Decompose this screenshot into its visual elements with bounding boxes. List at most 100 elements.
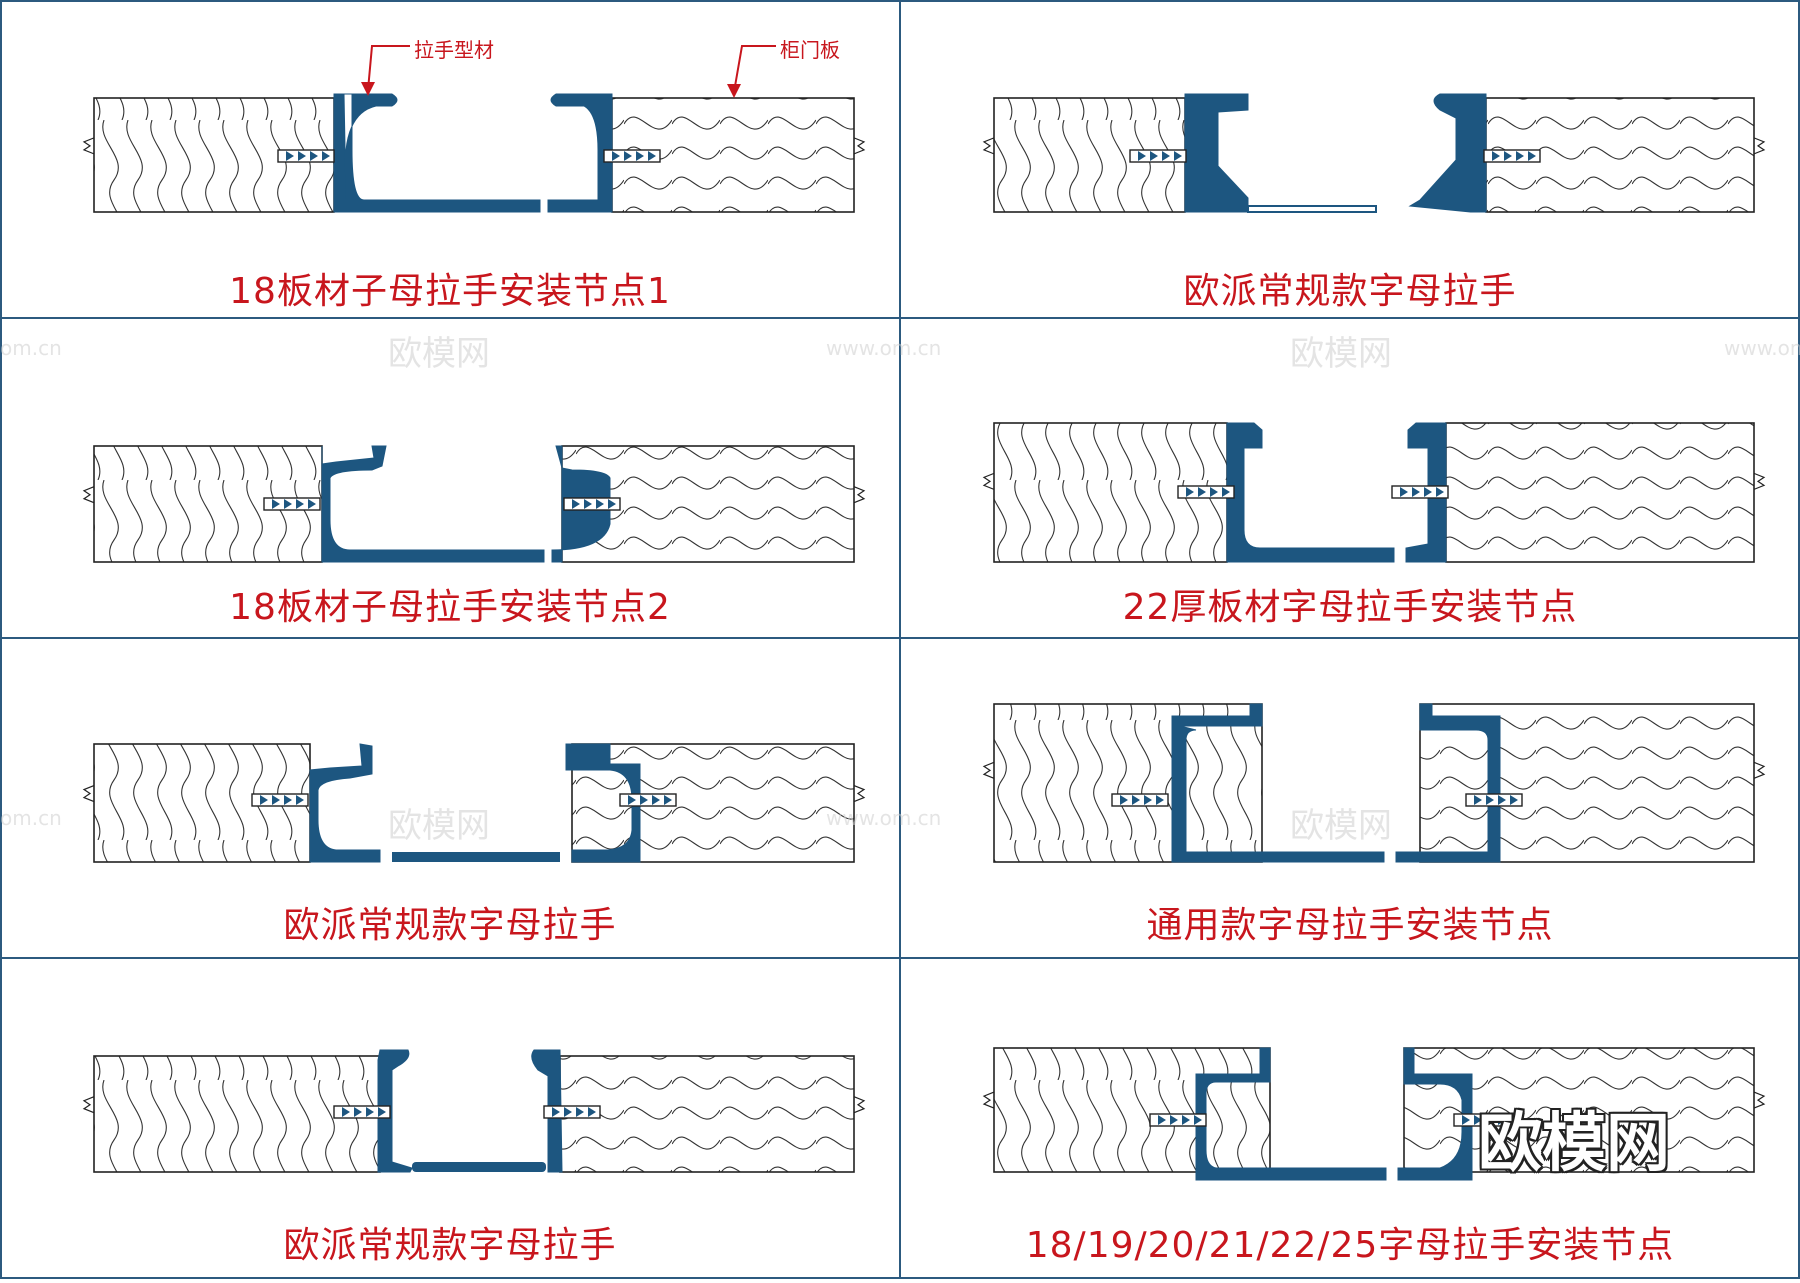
break-mark-left <box>982 761 995 779</box>
watermark-brand: 欧模网 <box>388 334 490 374</box>
panel-caption: 18板材子母拉手安装节点1 <box>229 271 671 312</box>
break-mark-right <box>1753 761 1766 779</box>
anchor-barb <box>1486 795 1494 805</box>
anchor-barb <box>640 795 648 805</box>
anchor-barb <box>1498 1115 1506 1125</box>
anchor-barb <box>1222 487 1230 497</box>
break-mark-left <box>982 1091 995 1109</box>
anchor-barb <box>1462 1115 1470 1125</box>
anchor-barb <box>1170 1115 1178 1125</box>
handle-profiles <box>309 93 1501 1181</box>
anchor-barb <box>1486 1115 1494 1125</box>
anchor-barb <box>284 795 292 805</box>
break-mark-right <box>853 137 866 155</box>
door-board-left <box>993 703 1263 863</box>
watermark-site-partial: om.cn <box>0 806 62 830</box>
door-board-right <box>1445 422 1755 563</box>
anchor-barb <box>1400 487 1408 497</box>
anchor-barb <box>664 795 672 805</box>
panel-caption: 欧派常规款字母拉手 <box>283 905 617 946</box>
panel-caption: 18板材子母拉手安装节点2 <box>229 587 671 628</box>
anchor-barb <box>296 795 304 805</box>
break-mark-left <box>982 472 995 490</box>
brand-watermark: 欧模网 <box>1478 1107 1670 1181</box>
break-mark-left <box>982 137 995 155</box>
panel-caption: 通用款字母拉手安装节点 <box>1146 905 1554 946</box>
anchor-barb <box>296 499 304 509</box>
anchor-barb <box>588 1107 596 1117</box>
anchor-barb <box>1474 1115 1482 1125</box>
handle-profile-left <box>1184 93 1249 213</box>
break-mark-right <box>853 1096 866 1114</box>
break-mark-right <box>853 785 866 803</box>
anchor-barb <box>1412 487 1420 497</box>
anchor-barb <box>1510 795 1518 805</box>
panel-caption: 欧派常规款字母拉手 <box>283 1225 617 1266</box>
anchor-barb <box>564 1107 572 1117</box>
anchor-barb <box>308 499 316 509</box>
anchor-barb <box>1120 795 1128 805</box>
break-mark-left <box>82 785 95 803</box>
anchor-barb <box>1498 795 1506 805</box>
anchor-barb <box>366 1107 374 1117</box>
anchor-barb <box>1516 151 1524 161</box>
break-mark-left <box>82 486 95 504</box>
anchor-barb <box>1132 795 1140 805</box>
callout-leaders <box>361 45 776 98</box>
anchor-barb <box>624 151 632 161</box>
panel-caption: 欧派常规款字母拉手 <box>1183 271 1517 312</box>
break-mark-left <box>82 1096 95 1114</box>
watermark-brand: 欧模网 <box>1290 806 1392 846</box>
door-board-right <box>559 1055 855 1173</box>
callout-profile-label: 拉手型材 <box>414 38 494 62</box>
anchor-barb <box>612 151 620 161</box>
anchor-barb <box>636 151 644 161</box>
watermark-site: www.om.cn <box>826 336 942 360</box>
leader-line-profile <box>367 45 410 91</box>
break-mark-right <box>1753 472 1766 490</box>
door-board-right <box>571 743 855 863</box>
handle-profile-right <box>1395 703 1501 863</box>
anchor-barb <box>1186 487 1194 497</box>
watermark-brand: 欧模网 <box>1290 334 1392 374</box>
anchor-barb <box>1210 487 1218 497</box>
panel-caption: 18/19/20/21/22/25字母拉手安装节点 <box>1025 1225 1675 1266</box>
leader-line-door-panel <box>733 45 776 93</box>
break-mark-right <box>853 486 866 504</box>
anchor-barb <box>1174 151 1182 161</box>
watermark-site: www.om.cn <box>1724 336 1800 360</box>
anchor-barb <box>272 795 280 805</box>
handle-profile-left <box>333 93 541 213</box>
door-boards <box>82 97 1766 1173</box>
anchor-barb <box>576 1107 584 1117</box>
handle-profile-left <box>1226 422 1395 563</box>
anchor-barb <box>652 795 660 805</box>
anchor-barb <box>552 1107 560 1117</box>
anchor-barb <box>1474 795 1482 805</box>
anchor-barb <box>284 499 292 509</box>
anchor-barb <box>354 1107 362 1117</box>
break-mark-left <box>82 137 95 155</box>
handle-profile-left <box>377 1049 413 1173</box>
handle-profile-left <box>1171 703 1385 863</box>
panel-caption: 22厚板材字母拉手安装节点 <box>1122 587 1578 628</box>
watermark-site: www.om.cn <box>826 806 942 830</box>
watermark-brand: 欧模网 <box>388 806 490 846</box>
anchor-barb <box>378 1107 386 1117</box>
callout-door-panel-label: 柜门板 <box>780 38 840 62</box>
anchor-barb <box>628 795 636 805</box>
anchor-barb <box>1138 151 1146 161</box>
anchor-barb <box>1162 151 1170 161</box>
handle-profile-left <box>309 743 381 863</box>
handle-base-strip <box>392 852 560 862</box>
watermark-site-partial: om.cn <box>0 336 62 360</box>
handle-profile-right <box>531 1049 563 1173</box>
anchor-barb <box>342 1107 350 1117</box>
anchor-barb <box>1504 151 1512 161</box>
anchor-barb <box>1194 1115 1202 1125</box>
anchor-barb <box>572 499 580 509</box>
anchor-barb <box>1492 151 1500 161</box>
handle-profile-right <box>565 743 641 863</box>
anchor-barb <box>608 499 616 509</box>
